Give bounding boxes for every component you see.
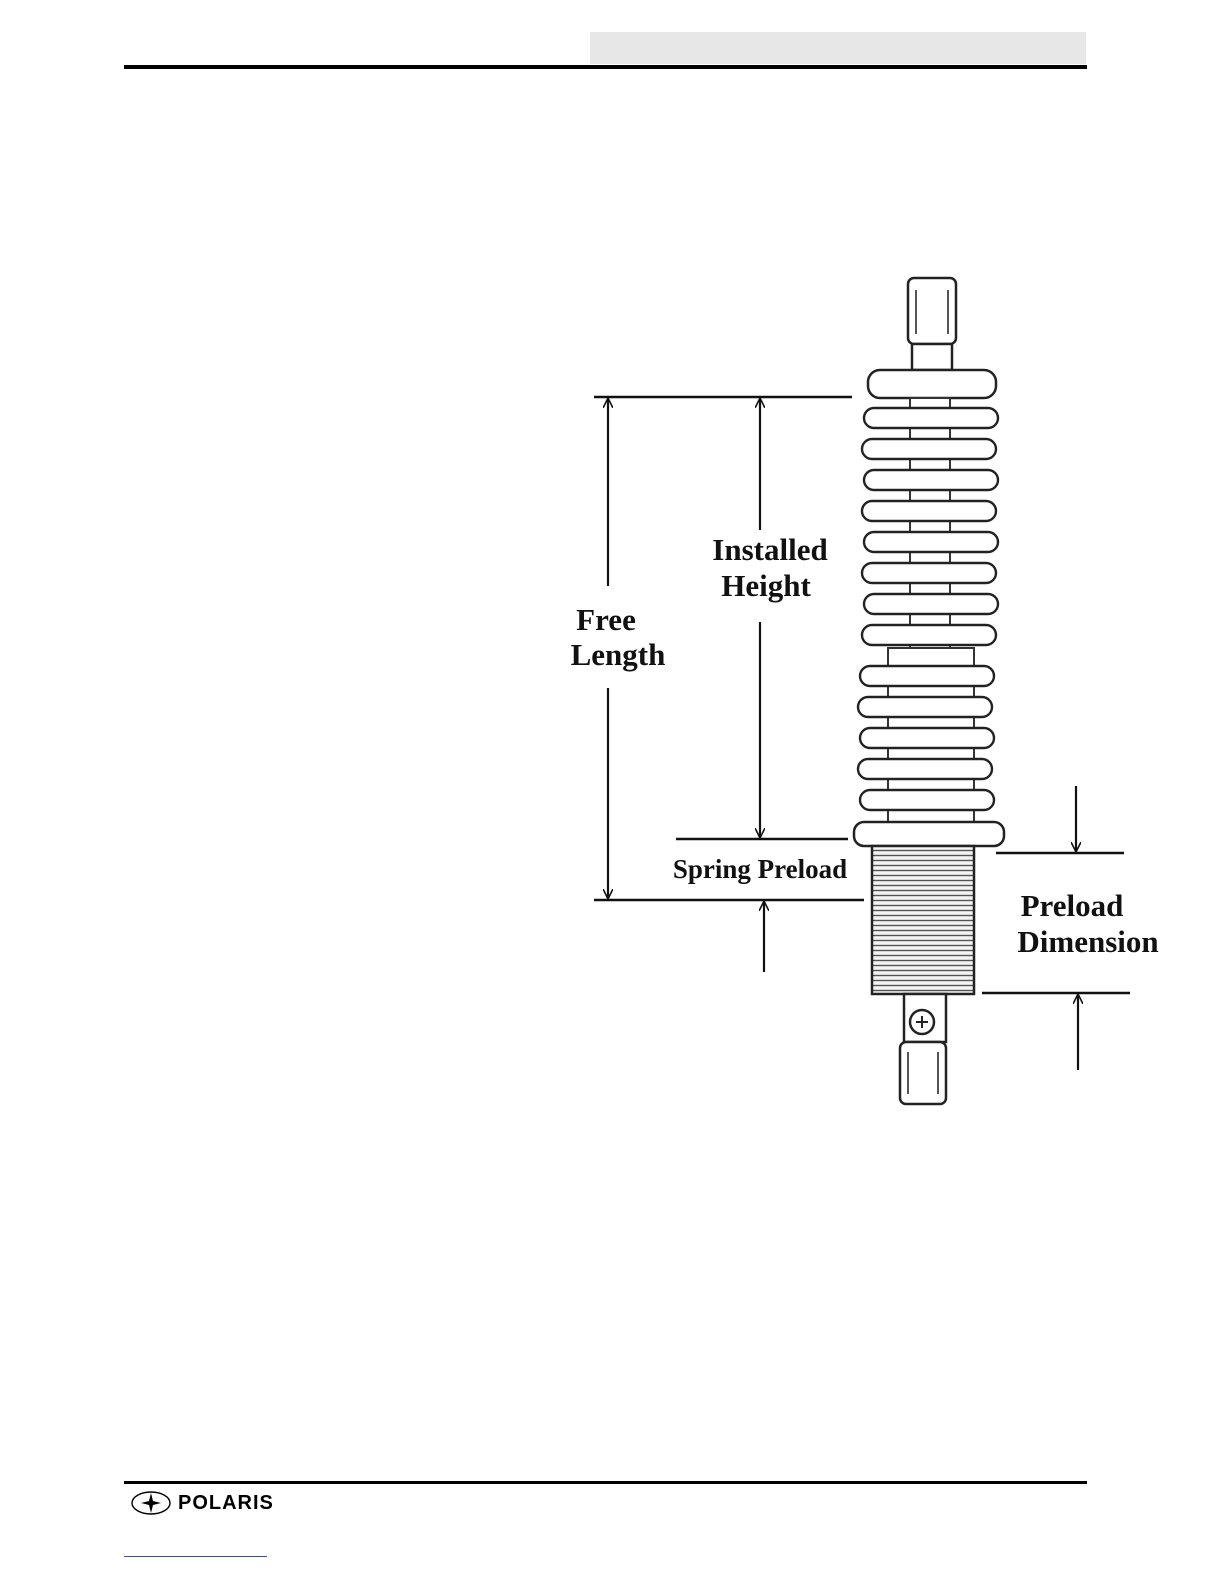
spring-preload-label: Spring Preload xyxy=(673,854,847,884)
shock-spring-diagram: Free Length Installed Height Spring Prel… xyxy=(566,268,1176,1113)
threaded-body xyxy=(872,846,974,994)
preload-dimension-label-line1: Preload xyxy=(1021,888,1124,923)
bottom-eye-mount xyxy=(900,994,946,1104)
top-spring-seat xyxy=(868,370,996,398)
installed-height-label-line2: Height xyxy=(721,568,811,603)
preload-adjuster-ring xyxy=(854,822,1004,846)
polaris-star-icon xyxy=(130,1490,172,1516)
polaris-brand-text: POLARIS xyxy=(178,1492,274,1515)
free-length-label-line1: Free xyxy=(576,602,636,637)
top-eye-mount xyxy=(908,278,956,370)
polaris-logo: POLARIS xyxy=(130,1488,274,1518)
free-length-label-line2: Length xyxy=(571,637,666,672)
footer-link-underline[interactable] xyxy=(124,1556,267,1557)
header-rule xyxy=(124,65,1087,69)
footer-rule xyxy=(124,1481,1087,1484)
header-banner xyxy=(590,32,1086,64)
installed-height-label-line1: Installed xyxy=(712,532,827,567)
preload-dimension-label-line2: Dimension xyxy=(1017,924,1158,959)
